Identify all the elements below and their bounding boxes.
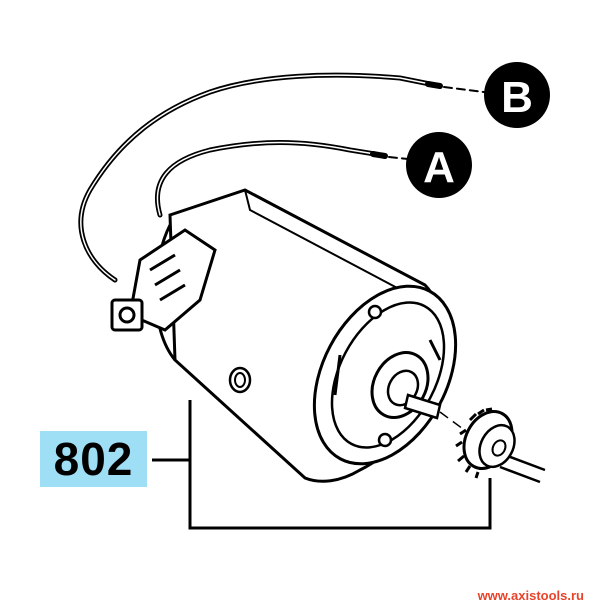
plate-slot-right: [428, 339, 442, 361]
plate-slot-left: [333, 354, 342, 396]
callout-a: A: [406, 132, 472, 198]
mount-hole-bottom: [377, 432, 393, 448]
callout-b-label: B: [501, 73, 533, 122]
brush-clip: [149, 253, 186, 302]
wire-a-end: [370, 151, 388, 159]
wire-b-inner: [80, 74, 431, 281]
leader-a: [388, 156, 409, 160]
wire-b-end: [425, 81, 443, 89]
callout-a-circle: [406, 132, 472, 198]
shaft-extension: [499, 453, 546, 484]
pinion-bore: [491, 439, 507, 457]
terminal-screw: [118, 306, 136, 324]
wire-a-inner: [156, 141, 376, 216]
lead-wires: [78, 72, 493, 283]
front-end-plate: [312, 284, 458, 466]
bracket-motor-drop: [188, 400, 492, 530]
callout-b-circle: [484, 62, 550, 128]
mount-hole-top: [367, 304, 383, 320]
can-seam: [244, 189, 421, 301]
callout-b: B: [484, 62, 550, 128]
pinion-teeth: [455, 407, 493, 479]
pinion-gear: [455, 407, 516, 479]
assembly-bracket: [152, 400, 492, 530]
callout-a-label: A: [423, 143, 455, 192]
watermark-text: www.axistools.ru: [477, 588, 584, 603]
leader-b: [443, 86, 493, 94]
shaft-body: [403, 393, 442, 420]
vent-hole-inner: [234, 372, 246, 388]
part-number-label: 802: [40, 431, 147, 487]
